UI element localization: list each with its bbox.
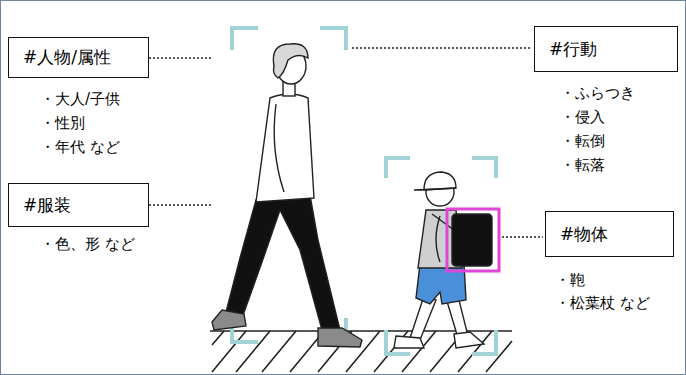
category-box: #物体 bbox=[545, 211, 674, 257]
category-heading: #服装 bbox=[23, 194, 71, 217]
child-figure bbox=[394, 172, 499, 348]
child-cap bbox=[424, 172, 456, 190]
child-leg bbox=[410, 296, 436, 340]
leader-line bbox=[149, 57, 212, 59]
attribute-item: ・性別 bbox=[40, 113, 85, 133]
bracket-corner bbox=[472, 158, 496, 178]
child-shoe bbox=[394, 336, 424, 348]
crosswalk bbox=[210, 331, 512, 372]
child-arm bbox=[436, 216, 440, 262]
leader-line bbox=[149, 204, 212, 206]
adult-shirt bbox=[256, 94, 314, 202]
attribute-item: ・転落 bbox=[560, 155, 605, 175]
backpack bbox=[452, 214, 492, 266]
detection-bracket bbox=[386, 158, 496, 354]
bracket-corner bbox=[232, 28, 258, 50]
category-heading: #物体 bbox=[560, 223, 608, 246]
category-heading: #人物/属性 bbox=[23, 46, 111, 69]
object-highlight bbox=[447, 209, 499, 271]
adult-figure bbox=[212, 44, 362, 347]
category-heading: #行動 bbox=[549, 38, 597, 61]
adult-hair bbox=[273, 44, 308, 78]
attribute-item: ・侵入 bbox=[560, 107, 605, 127]
backpack-strap bbox=[432, 214, 454, 230]
crosswalk-stripes bbox=[212, 331, 512, 372]
adult-pants bbox=[226, 195, 340, 330]
attribute-item: ・年代 など bbox=[40, 137, 120, 157]
leader-line bbox=[502, 236, 543, 238]
adult-shoe bbox=[212, 310, 246, 330]
attribute-item: ・松葉杖 など bbox=[555, 293, 650, 313]
attribute-item: ・ふらつき bbox=[560, 83, 635, 103]
category-box: #服装 bbox=[8, 183, 149, 227]
child-shoe bbox=[454, 332, 484, 348]
bracket-corner bbox=[386, 158, 410, 178]
category-box: #人物/属性 bbox=[8, 37, 149, 78]
attribute-item: ・色、形 など bbox=[40, 234, 135, 254]
leader-line bbox=[352, 47, 532, 49]
adult-shoe bbox=[318, 328, 362, 347]
adult-arm bbox=[274, 104, 284, 192]
category-box: #行動 bbox=[534, 26, 678, 72]
attribute-item: ・大人/子供 bbox=[40, 89, 120, 109]
bracket-corner bbox=[320, 28, 346, 50]
cap-brim bbox=[414, 188, 456, 190]
attribute-item: ・転倒 bbox=[560, 131, 605, 151]
attribute-item: ・鞄 bbox=[555, 270, 585, 290]
